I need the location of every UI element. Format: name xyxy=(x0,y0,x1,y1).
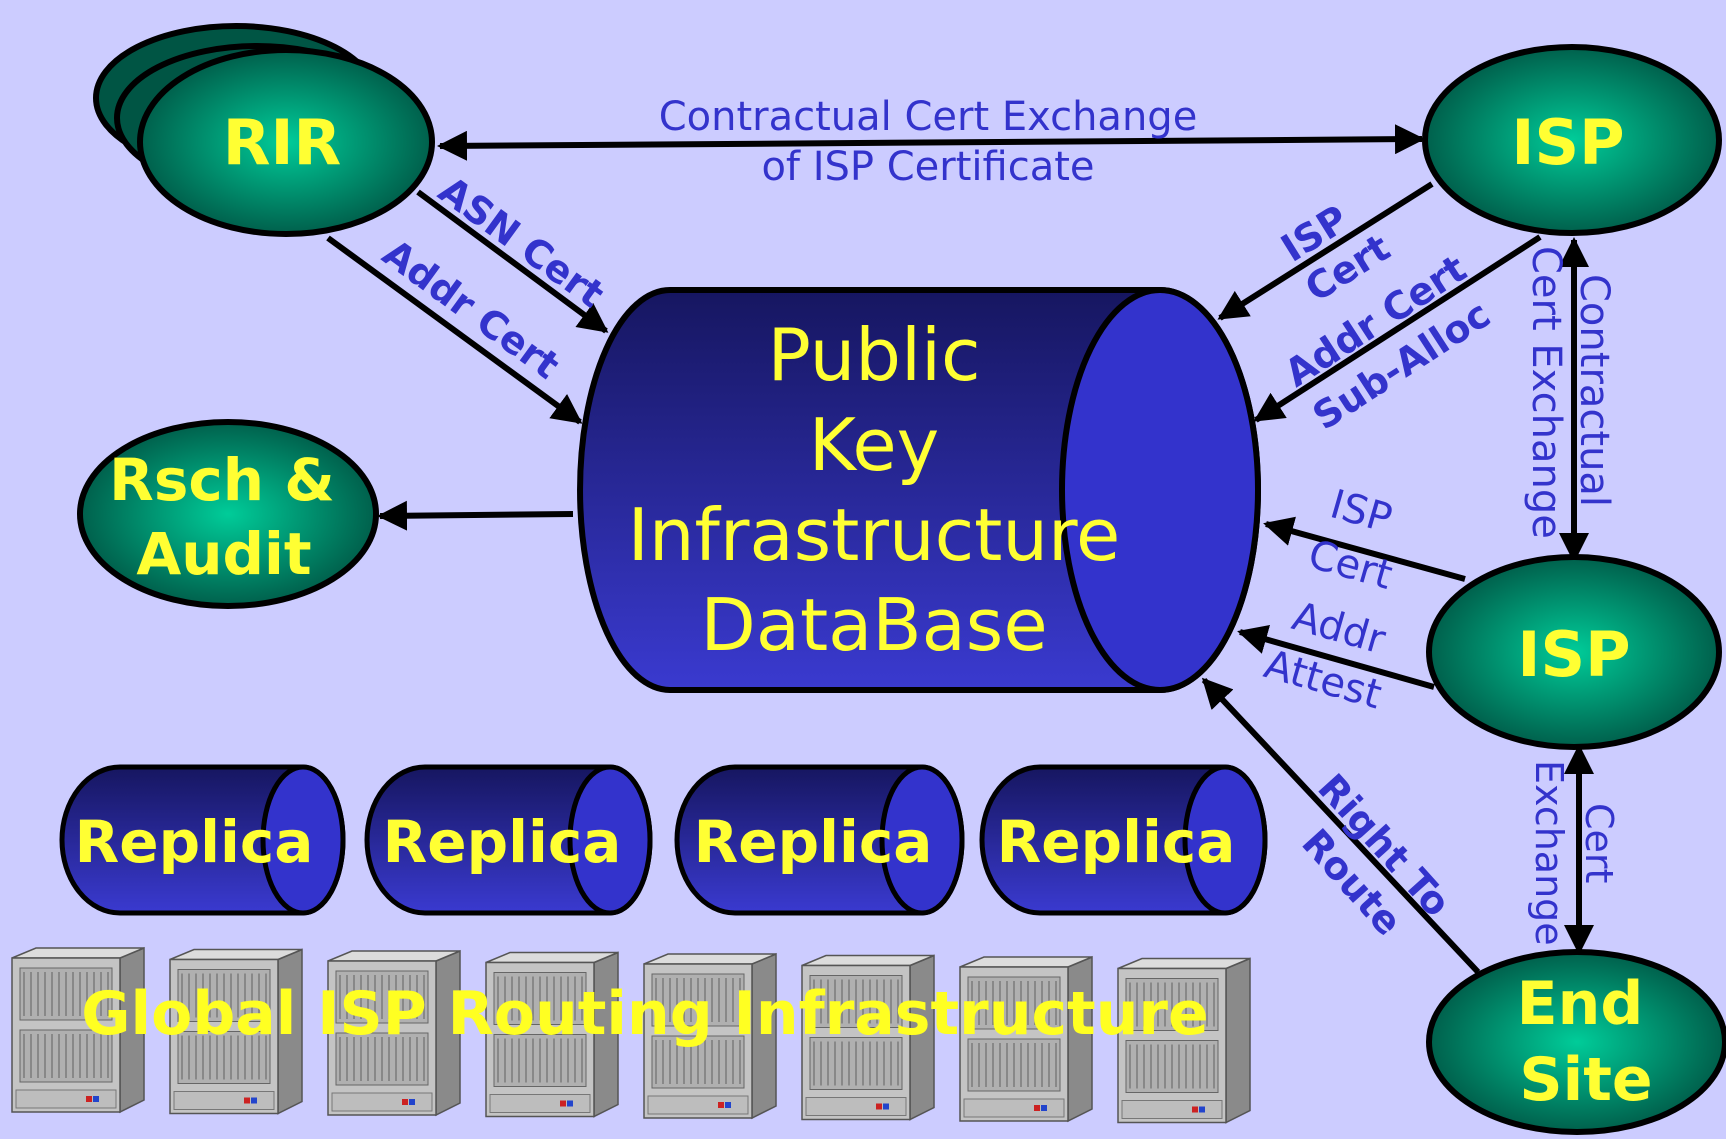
end-site-ellipse xyxy=(1426,949,1726,1135)
replica-1-end xyxy=(260,764,346,916)
edge-addr-suballoc xyxy=(1253,234,1542,423)
router-rack-2 xyxy=(169,948,303,1115)
replica-2: Replica xyxy=(364,764,653,916)
router-rack-1 xyxy=(11,946,145,1114)
edge-isp-cert-mid xyxy=(1263,516,1466,582)
edge-addr-cert xyxy=(326,235,583,425)
replica-4-end xyxy=(1182,764,1268,916)
database-cylinder-end xyxy=(1059,287,1261,693)
isp-top-label: ISP xyxy=(1511,106,1624,179)
edge-addr-attest xyxy=(1237,624,1435,690)
database-label-line-1: Public xyxy=(767,313,980,397)
edge-isp-cert-top xyxy=(1217,181,1434,321)
replica-4: Replica xyxy=(979,764,1268,916)
research-audit-node: Rsch & Audit xyxy=(77,419,379,609)
label-cert-exchange-bottom-2: Exchange xyxy=(1527,760,1571,946)
isp-mid-ellipse xyxy=(1426,554,1722,750)
database-label-line-4: DataBase xyxy=(700,583,1047,667)
research-audit-label-2: Audit xyxy=(136,520,311,588)
database-label-line-3: Infrastructure xyxy=(628,493,1121,577)
pki-database: Public Key Infrastructure DataBase xyxy=(577,287,1261,693)
edge-rir-isp-contractual xyxy=(437,124,1425,161)
edge-asn-cert xyxy=(416,189,609,334)
replicas: Replica Replica Replica Replica xyxy=(59,764,1268,916)
rir-node: RIR xyxy=(93,23,435,237)
label-contractual-right-2: Cert Exchange xyxy=(1523,246,1569,539)
rir-label: RIR xyxy=(223,106,342,179)
label-contractual-right-1: Contractual xyxy=(1571,274,1617,507)
replica-1-label: Replica xyxy=(75,808,314,876)
research-audit-label-1: Rsch & xyxy=(109,446,335,514)
router-rack-8 xyxy=(1117,957,1251,1124)
isp-mid-node: ISP xyxy=(1426,554,1722,750)
replica-3-end xyxy=(879,764,965,916)
isp-top-ellipse xyxy=(1422,44,1722,236)
replica-2-label: Replica xyxy=(383,808,622,876)
isp-mid-label: ISP xyxy=(1517,618,1630,691)
end-site-label-2: Site xyxy=(1519,1045,1652,1115)
router-rack-6 xyxy=(801,954,935,1121)
edge-right-to-route xyxy=(1201,677,1481,975)
research-audit-ellipse xyxy=(77,419,379,609)
router-rack-3 xyxy=(327,949,461,1117)
end-site-label-1: End xyxy=(1517,969,1644,1039)
replica-2-end xyxy=(567,764,653,916)
database-label-line-2: Key xyxy=(809,403,940,487)
edges xyxy=(326,124,1594,975)
infrastructure-label: Global ISP Routing Infrastructure xyxy=(81,979,1208,1049)
rir-ellipse xyxy=(137,47,435,237)
replica-3-label: Replica xyxy=(694,808,933,876)
router-racks xyxy=(11,946,1251,1124)
edge-to-audit xyxy=(377,500,574,531)
label-contractual-top-2: of ISP Certificate xyxy=(761,144,1094,190)
isp-top-node: ISP xyxy=(1422,44,1722,236)
router-rack-5 xyxy=(643,952,777,1120)
end-site-node: End Site xyxy=(1426,949,1726,1135)
label-isp-cert-mid-1: ISP xyxy=(1325,481,1397,542)
router-rack-4 xyxy=(485,951,619,1118)
replica-3: Replica xyxy=(674,764,965,916)
label-contractual-top-1: Contractual Cert Exchange xyxy=(659,94,1198,140)
router-rack-7 xyxy=(959,955,1093,1123)
label-cert-exchange-bottom-1: Cert xyxy=(1577,803,1621,883)
replica-4-label: Replica xyxy=(997,808,1236,876)
replica-1: Replica xyxy=(59,764,346,916)
